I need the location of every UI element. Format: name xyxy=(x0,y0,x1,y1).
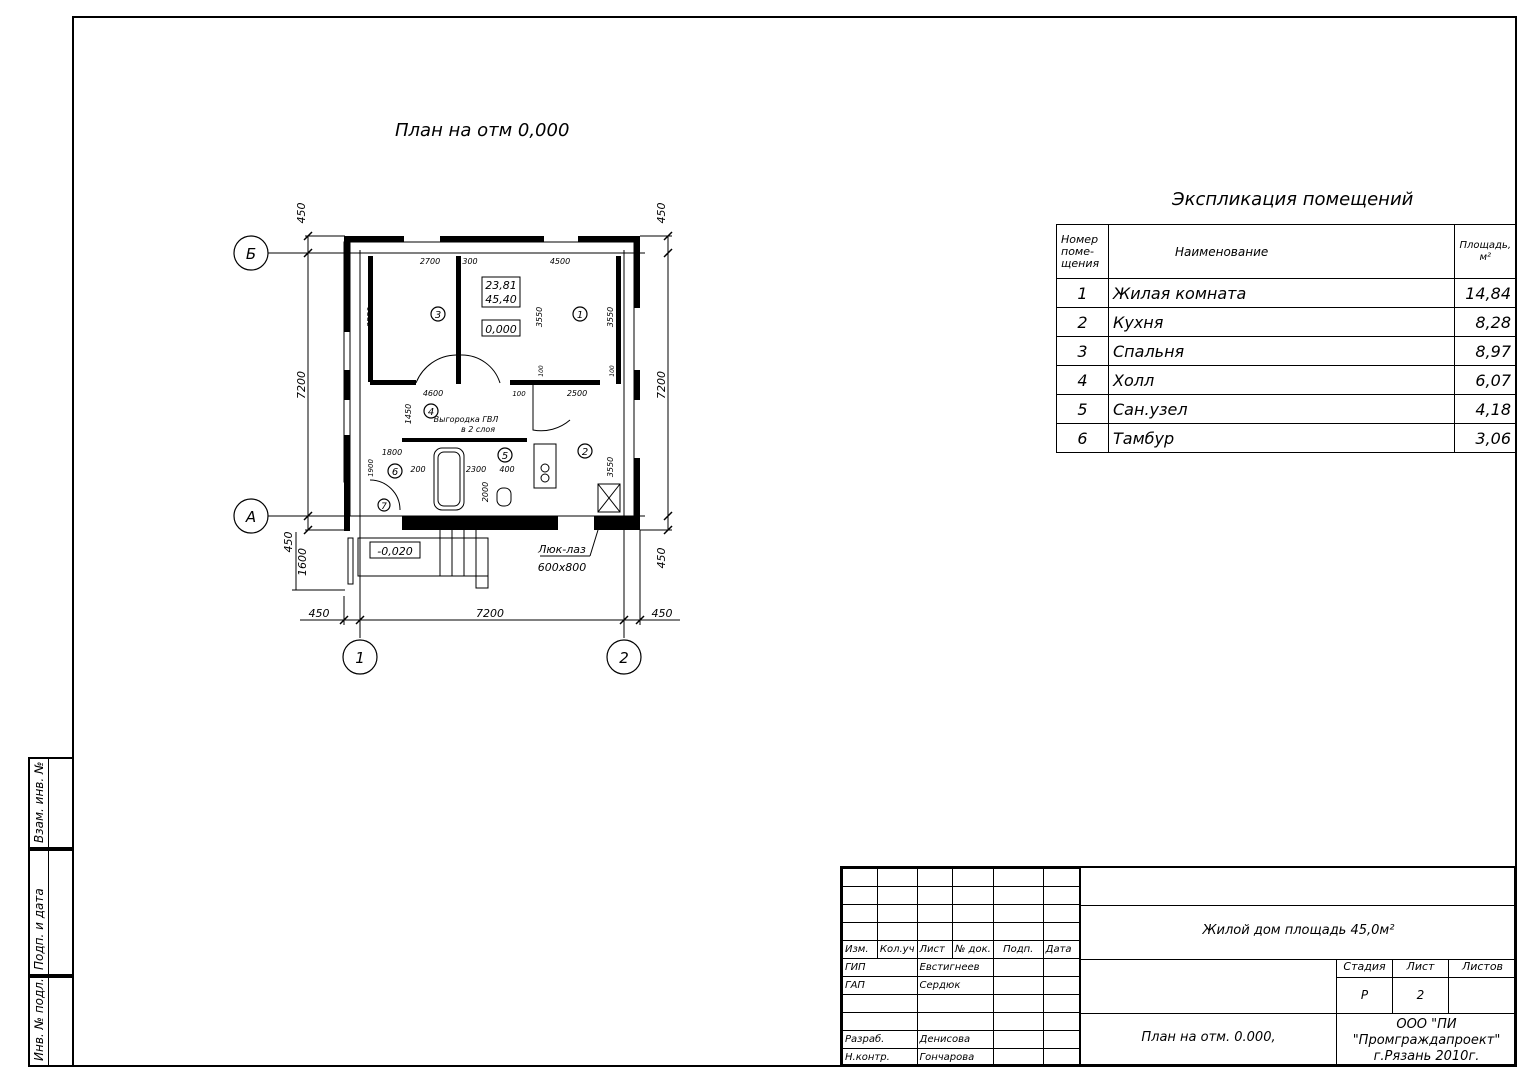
dim-2700: 2700 xyxy=(420,257,440,266)
explication-title: Экспликация помещений xyxy=(1172,189,1414,210)
sidebar-label-inv-orig: Инв. № подл. xyxy=(32,978,46,1061)
axis-label-b: Б xyxy=(246,245,256,263)
room-mark-7: 7 xyxy=(381,502,387,512)
sidebar-field-inv-orig: Инв. № подл. xyxy=(28,976,72,1067)
dim-2300: 2300 xyxy=(466,465,486,474)
sidebar-label-replace-inv: Взам. инв. № xyxy=(32,761,46,843)
stamp-blank-cell xyxy=(1080,960,1336,1014)
dim-3550-c: 3550 xyxy=(606,307,615,327)
dim-400: 400 xyxy=(499,465,514,474)
stamp-code-cell xyxy=(1080,868,1516,906)
sidebar-field-sign-date: Подп. и дата xyxy=(28,849,72,976)
stamp-sheet-label: Лист xyxy=(1392,960,1448,978)
entry-level: -0,020 xyxy=(377,545,412,558)
dim-left-low-a: 450 xyxy=(282,532,295,553)
room-mark-5: 5 xyxy=(502,451,508,462)
dim-2000: 2000 xyxy=(481,482,490,502)
explication-row: 3 Спальня 8,97 xyxy=(1056,336,1516,366)
dim-bottom-left: 450 xyxy=(309,607,330,620)
dim-bottom-total: 7200 xyxy=(476,607,504,620)
room-mark-1: 1 xyxy=(577,310,583,321)
dim-100-c: 100 xyxy=(609,365,616,377)
gvl-note-line2: в 2 слоя xyxy=(461,425,495,434)
header-num: Номер поме- щения xyxy=(1056,224,1109,279)
dim-top-left: 450 xyxy=(295,203,308,224)
dim-right-total: 7200 xyxy=(655,371,668,399)
room-mark-3: 3 xyxy=(435,310,441,321)
area-box-line2: 45,40 xyxy=(485,293,517,306)
dim-100-a: 100 xyxy=(512,390,526,398)
hatch-note-line1: Люк-лаз xyxy=(537,543,586,556)
stamp-organization: ООО "ПИ "Промграждапроект" г.Рязань 2010… xyxy=(1336,1014,1516,1066)
stamp-row-developer: Разраб.Денисова xyxy=(842,1030,1081,1049)
stamp-project-name: Жилой дом площадь 45,0м² xyxy=(1080,906,1516,960)
dim-4500: 4500 xyxy=(550,257,570,266)
dim-left-total: 7200 xyxy=(295,371,308,399)
area-box-line1: 23,81 xyxy=(485,279,517,292)
axis-label-a: А xyxy=(245,508,256,526)
drawing-frame xyxy=(72,16,1517,1067)
stamp-row-controller: Н.контр.Гончарова xyxy=(842,1048,1081,1066)
gvl-note-line1: Выгородка ГВЛ xyxy=(434,415,499,424)
stamp-sheet-title: План на отм. 0.000, xyxy=(1080,1014,1336,1066)
dim-3550-b: 3550 xyxy=(535,307,544,327)
sidebar-label-sign-date: Подп. и дата xyxy=(32,888,46,970)
floor-plan: Б А 1 2 3 1 4 2 5 6 7 23,81 45,40 0,000 … xyxy=(233,203,680,675)
stamp-stage-value: Р xyxy=(1336,978,1392,1014)
dim-top-right: 450 xyxy=(655,203,668,224)
dim-200: 200 xyxy=(410,465,425,474)
axis-label-2: 2 xyxy=(619,649,629,667)
explication-row: 6 Тамбур 3,06 xyxy=(1056,423,1516,453)
dim-3550-a: 3550 xyxy=(366,307,375,327)
room-mark-4: 4 xyxy=(428,407,434,418)
stamp-sheets-value xyxy=(1448,978,1516,1014)
dim-1900: 1900 xyxy=(367,459,375,477)
room-mark-6: 6 xyxy=(392,467,398,478)
sidebar-field-replace-inv: Взам. инв. № xyxy=(28,757,72,849)
dim-3550-d: 3550 xyxy=(606,457,615,477)
header-area: Площадь, м² xyxy=(1454,224,1516,279)
explication-row: 2 Кухня 8,28 xyxy=(1056,307,1516,337)
dim-100-b: 100 xyxy=(538,365,545,377)
explication-row: 1 Жилая комната 14,84 xyxy=(1056,278,1516,308)
explication-header-row: Номер поме- щения Наименование Площадь, … xyxy=(1056,224,1516,279)
dim-bottom-right: 450 xyxy=(652,607,673,620)
dim-1800: 1800 xyxy=(382,448,402,457)
dim-left-low-b: 1600 xyxy=(296,548,309,576)
explication-row: 4 Холл 6,07 xyxy=(1056,365,1516,395)
dim-2500: 2500 xyxy=(567,389,587,398)
plan-title: План на отм 0,000 xyxy=(395,120,570,141)
hatch-note-line2: 600х800 xyxy=(538,561,587,574)
header-name: Наименование xyxy=(1107,224,1456,279)
dim-4600: 4600 xyxy=(423,389,443,398)
explication-table: Номер поме- щения Наименование Площадь, … xyxy=(1056,224,1516,453)
dim-1450: 1450 xyxy=(404,404,413,424)
stamp-sheets-label: Листов xyxy=(1448,960,1516,978)
axis-label-1: 1 xyxy=(355,649,365,667)
explication-row: 5 Сан.узел 4,18 xyxy=(1056,394,1516,424)
stamp-sheet-value: 2 xyxy=(1392,978,1448,1014)
stamp-stage-label: Стадия xyxy=(1336,960,1392,978)
dim-right-low: 450 xyxy=(655,548,668,569)
dim-300: 300 xyxy=(462,257,477,266)
room-mark-2: 2 xyxy=(582,447,588,458)
area-box-level: 0,000 xyxy=(485,323,517,336)
